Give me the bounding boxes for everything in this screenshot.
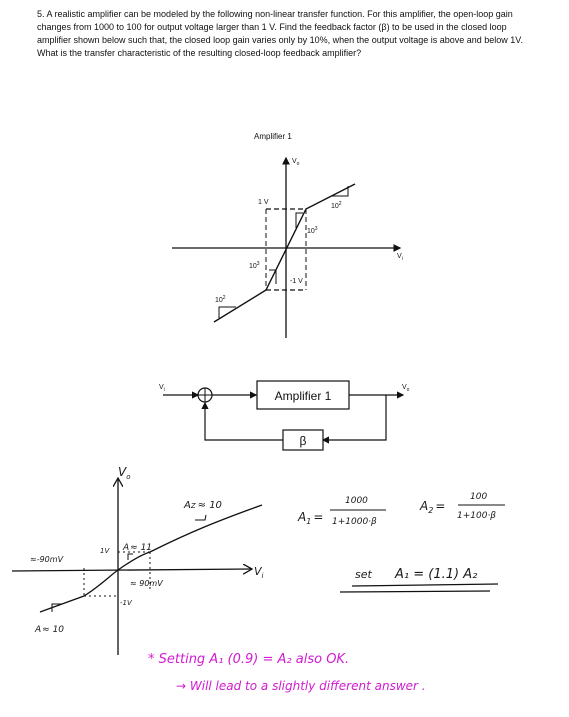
feedback-wire-right [321,395,387,444]
hw-vi-label: Vi [254,565,264,580]
hw-neg-90mv-label: ≈-90mV [30,555,64,564]
hw-set-label: set [355,568,372,581]
hw-90mv-label: ≈ 90mV [130,579,163,588]
beta-block-label: β [300,434,307,448]
hw-vi-axis [11,569,252,571]
hw-a2-upper-label: AZ≈ 10 [183,500,222,511]
transfer-characteristic-plot: Vo Vi 1 V -1 V 102 103 103 102 [172,156,403,338]
hw-slope-triangle-mid [127,553,133,560]
handwritten-formulas: A1= 1000 1+1000·β A2= 100 1+100·β set A₁… [297,492,505,593]
hw-vo-label: Vo [118,465,131,481]
hw-a2-denominator: 1+100·β [457,511,496,521]
vo-axis-label: Vo [292,158,300,167]
hw-note-line-2: → Will lead to a slightly different answ… [176,679,426,693]
hw-a1-numerator: 1000 [345,496,368,506]
hw-note-line-1: * Setting A₁ (0.9) = A₂ also OK. [148,652,349,667]
hw-set-underline-2 [339,590,491,593]
question-text: 5. A realistic amplifier can be modeled … [37,9,523,58]
slope-lower-outer-label: 102 [215,295,226,304]
hw-set-equation: A₁ = (1.1) A₂ [394,567,477,582]
feedback-wire-left [201,401,283,441]
slope-triangle-lower-outer [218,306,236,318]
hw-1v-label: 1V [100,547,110,555]
plot-title: Amplifier 1 [254,132,292,141]
hw-a2-numerator: 100 [470,492,487,502]
hw-a1-formula-lhs: A1= [297,510,323,526]
neg-1v-label: -1 V [290,278,303,285]
hw-a1-denominator: 1+1000·β [332,517,377,527]
input-label: Vi [159,384,165,393]
hw-a2-lower-label: A≈ 10 [34,625,64,635]
amplifier-block [256,380,350,410]
hw-set-underline-1 [351,583,499,587]
vi-axis-label: Vi [397,253,403,262]
amplifier-block-label: Amplifier 1 [275,389,332,403]
slope-triangle-lower-inner [269,269,277,284]
feedback-block-diagram: Amplifier 1 β Vi Vo [159,380,410,451]
slope-upper-inner-label: 103 [307,226,318,235]
handwritten-sketch: Vo Vi AZ≈ 10 A≈ 11 1V -1V ≈-90mV ≈ 90mV … [11,465,264,655]
hw-slope-triangle-lower [51,603,62,612]
hw-slope-triangle-upper [195,514,207,521]
output-label: Vo [402,384,410,393]
transfer-curve [213,183,356,323]
slope-upper-outer-label: 102 [331,201,342,210]
handwritten-note: * Setting A₁ (0.9) = A₂ also OK. → Will … [148,652,426,693]
slope-triangle-upper-inner [295,212,303,228]
hw-a2-formula-lhs: A2= [419,499,445,515]
slope-lower-inner-label: 103 [249,261,260,270]
hw-neg-1v-label: -1V [120,599,133,607]
slope-triangle-upper-outer [331,186,349,197]
pos-1v-label: 1 V [258,199,269,206]
hw-closed-loop-curve [39,504,263,613]
hw-a1-label: A≈ 11 [122,543,152,553]
